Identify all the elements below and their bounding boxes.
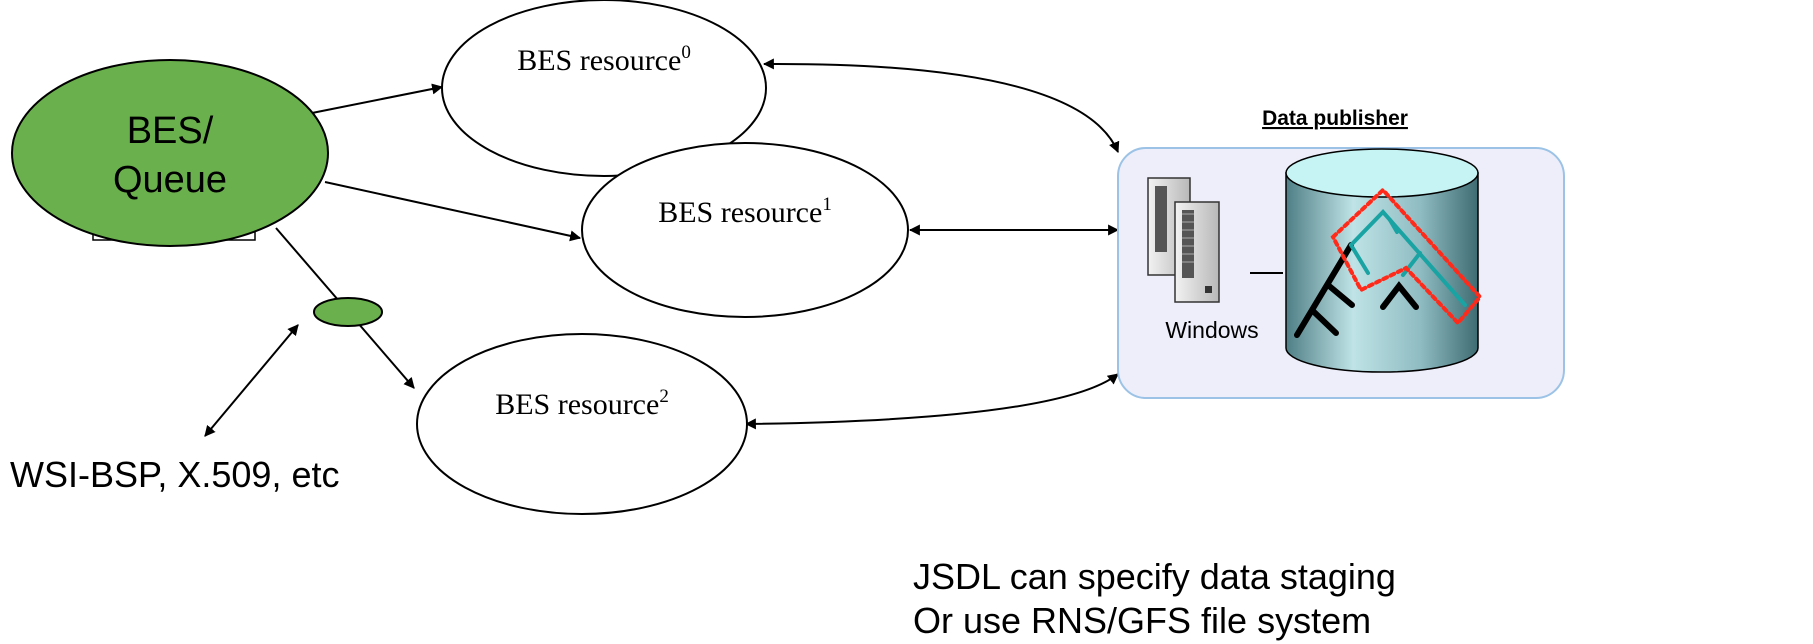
resource2-ellipse	[416, 333, 748, 515]
queue-to-resource1-arrow	[324, 181, 582, 242]
data-publisher: Data publisher Windows	[1117, 107, 1565, 399]
resource0-publisher-arrow	[762, 58, 1120, 154]
resource0-label: BES resource0	[517, 42, 691, 77]
resource0-ellipse	[441, 0, 767, 177]
queue-label-line1: BES/	[127, 110, 214, 152]
security-label: WSI-BSP, X.509, etc	[10, 454, 339, 495]
bes-resource-1: BES resource1	[581, 142, 909, 318]
queue-to-resource0-arrow	[311, 83, 444, 114]
queue-node: BES/ Queue	[11, 59, 329, 247]
queue-label-line2: Queue	[113, 159, 227, 201]
note-line2: Or use RNS/GFS file system	[913, 600, 1371, 641]
queue-ellipse	[11, 59, 329, 247]
resource2-publisher-arrow	[744, 373, 1119, 430]
file-tree-icon	[1294, 187, 1483, 338]
windows-server-icon	[1147, 177, 1220, 303]
storage-cylinder-icon	[1285, 148, 1479, 373]
resource2-label: BES resource2	[495, 386, 669, 421]
bes-resource-2: BES resource2	[416, 333, 748, 515]
connectors	[204, 58, 1120, 437]
resource1-label: BES resource1	[658, 194, 832, 229]
bes-resource-0: BES resource0	[441, 0, 767, 177]
resource1-ellipse	[581, 142, 909, 318]
server-label: Windows	[1165, 317, 1258, 343]
security-token-ellipse	[313, 297, 383, 327]
publisher-title: Data publisher	[1262, 107, 1408, 130]
security-double-arrow	[204, 324, 299, 437]
note-line1: JSDL can specify data staging	[913, 556, 1396, 597]
